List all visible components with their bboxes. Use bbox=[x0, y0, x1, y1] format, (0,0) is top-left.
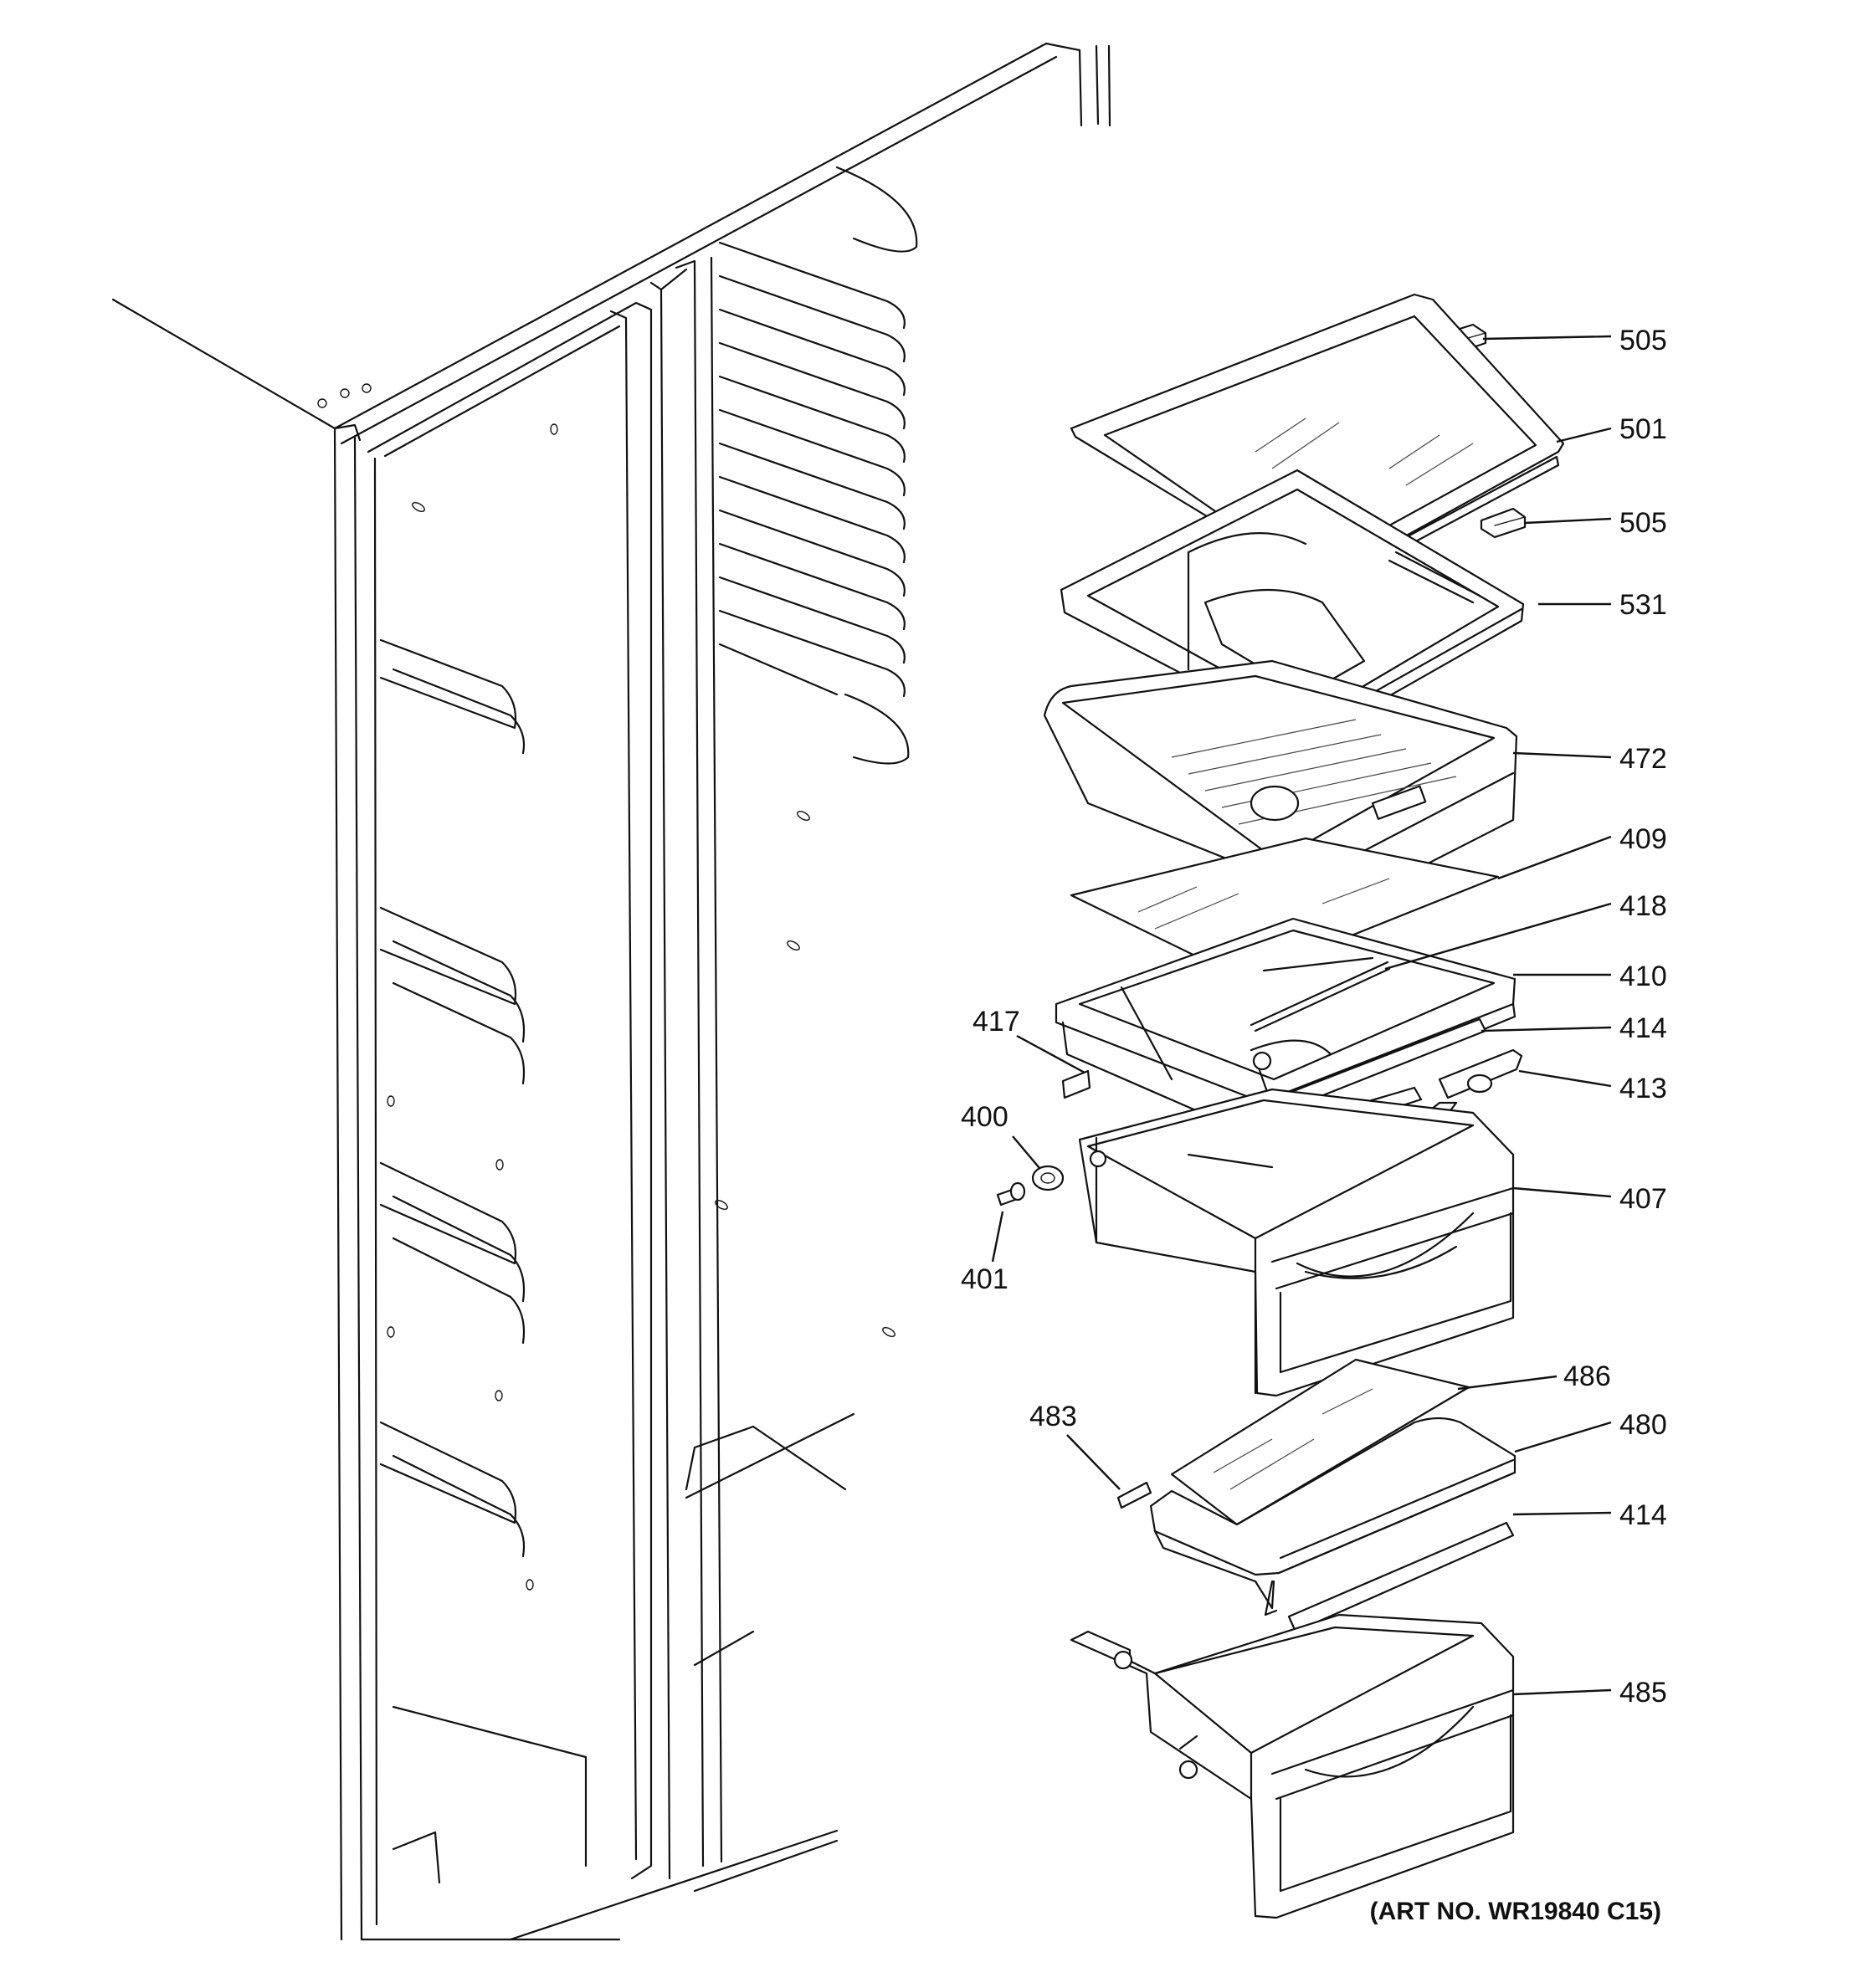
leader-lines bbox=[991, 335, 1612, 1696]
humidity-control bbox=[1425, 1048, 1523, 1118]
art-number: (ART NO. WR19840 C15) bbox=[1370, 1898, 1661, 1925]
callout-413: 413 bbox=[1619, 1073, 1667, 1104]
callout-480: 480 bbox=[1619, 1409, 1667, 1441]
snack-slide-rail bbox=[1116, 1481, 1152, 1509]
callout-417: 417 bbox=[972, 1006, 1020, 1038]
roller bbox=[1031, 1165, 1065, 1191]
crisper-glass bbox=[1070, 837, 1500, 981]
callout-505-upper: 505 bbox=[1619, 325, 1667, 356]
snack-pan bbox=[1070, 1613, 1515, 1919]
callout-531: 531 bbox=[1619, 589, 1667, 621]
callout-414-lower: 414 bbox=[1619, 1499, 1667, 1531]
shelf-clip-lower bbox=[1480, 507, 1527, 539]
callout-410: 410 bbox=[1619, 961, 1667, 992]
callout-485: 485 bbox=[1619, 1677, 1667, 1709]
callout-505-lower: 505 bbox=[1619, 507, 1667, 539]
callout-486: 486 bbox=[1563, 1360, 1611, 1392]
callout-501: 501 bbox=[1619, 413, 1667, 445]
callout-414-upper: 414 bbox=[1619, 1012, 1667, 1044]
pan-slide-rail bbox=[1061, 1069, 1091, 1099]
snack-pan-cover bbox=[1149, 1417, 1516, 1617]
cover-support-rod bbox=[1250, 961, 1391, 1032]
callout-labels: 505 501 505 531 472 409 418 410 414 413 … bbox=[961, 325, 1667, 1709]
callout-472: 472 bbox=[1619, 743, 1667, 775]
vegetable-pan bbox=[1078, 1088, 1515, 1397]
callout-418: 418 bbox=[1619, 890, 1667, 922]
trim-strip-lower bbox=[1287, 1521, 1515, 1633]
refrigerator-cabinet bbox=[111, 42, 1111, 1941]
callout-401: 401 bbox=[961, 1263, 1008, 1295]
callout-407: 407 bbox=[1619, 1183, 1667, 1215]
callout-483: 483 bbox=[1029, 1401, 1077, 1432]
callout-400: 400 bbox=[961, 1101, 1008, 1133]
callout-409: 409 bbox=[1619, 823, 1667, 855]
screw bbox=[996, 1181, 1026, 1207]
liner-holes bbox=[387, 423, 896, 1591]
door-bins bbox=[379, 638, 526, 1558]
freezer-shelves bbox=[718, 166, 918, 765]
